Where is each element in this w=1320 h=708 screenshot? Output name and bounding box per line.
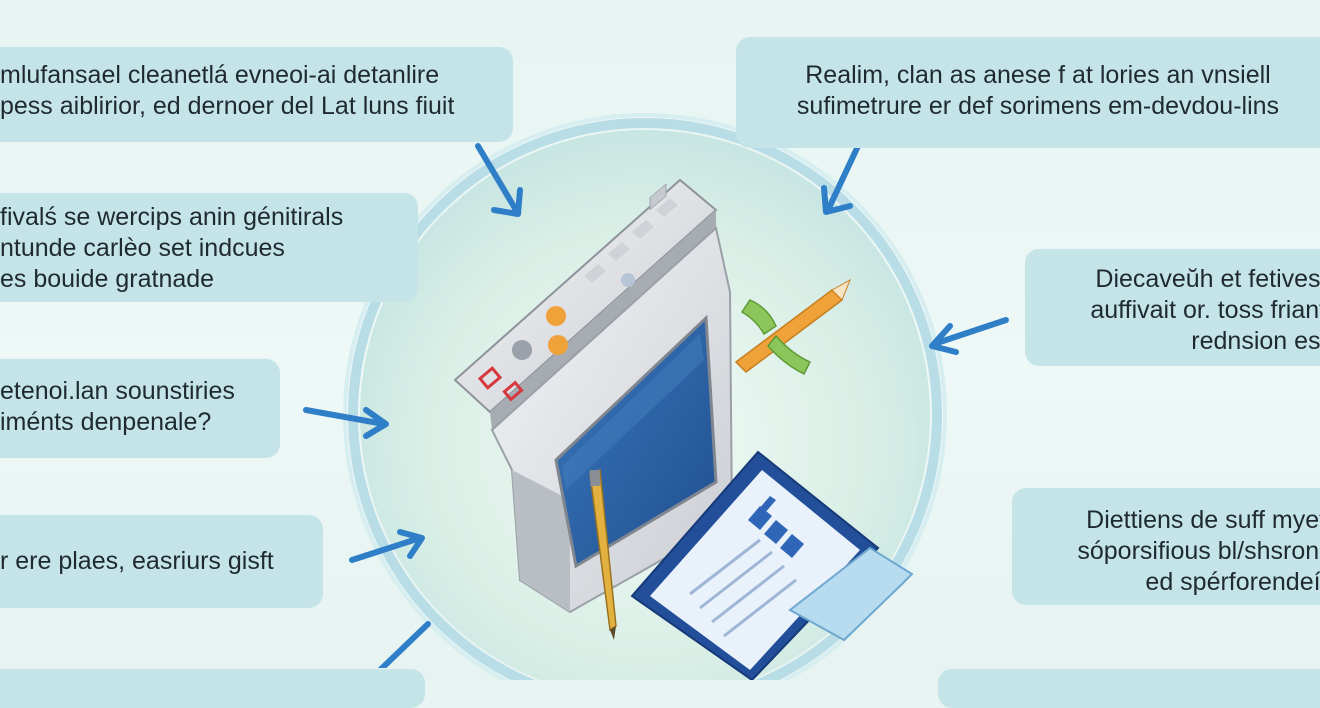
callout-mid-left: fivalś se wercips anin génitirals ntunde…: [0, 192, 418, 302]
callout-lower-left: etenoi.lan sounstiries iménts denpenale?: [0, 358, 280, 458]
arrow-icon: [929, 317, 1009, 355]
callout-text: rednsion es y: [1191, 327, 1320, 355]
callout-text: ntunde carlèo set indcues: [0, 234, 285, 262]
pencil-icon: [589, 468, 617, 640]
arrow-icon: [375, 621, 431, 675]
outer-ring: [348, 118, 942, 680]
callout-mid-right: Diecaveŭh et fetives s auffivait or. tos…: [1025, 248, 1320, 366]
callout-text: Diecaveŭh et fetives s: [1095, 265, 1320, 293]
callout-bottom-left: r ere plaes, easriurs gisft: [0, 514, 323, 608]
callout-text: sóporsifious bl/shsron o: [1077, 537, 1320, 565]
monitor-icon: [453, 178, 734, 614]
callout-partial-bottom-left: [0, 668, 425, 708]
callout-partial-bottom-right: [938, 668, 1320, 708]
arrow-icon: [303, 407, 389, 439]
callout-text: pess aiblirior, ed dernoer del Lat luns …: [0, 92, 455, 120]
callout-text: Realim, clan as anese f at lories an vns…: [805, 61, 1271, 89]
callout-top-left: mlufansael cleanetlá evneoi-ai detanlire…: [0, 46, 513, 142]
central-illustration: [303, 113, 1009, 680]
arrow-icon: [475, 143, 523, 217]
callout-lower-right: Diettiens de suff myete sóporsifious bl/…: [1012, 487, 1320, 605]
callout-text: auffivait or. toss friante: [1090, 296, 1320, 324]
tablet-document-icon: [630, 450, 914, 680]
callout-top-right: Realim, clan as anese f at lories an vns…: [736, 36, 1320, 148]
callout-text: etenoi.lan sounstiries: [0, 377, 235, 405]
callout-text: ed spérforendeí s: [1145, 568, 1320, 596]
callout-text: mlufansael cleanetlá evneoi-ai detanlire: [0, 61, 440, 89]
callout-text: sufimetrure er def sorimens em-devdou-li…: [796, 92, 1280, 120]
callout-text: Diettiens de suff myete: [1086, 506, 1320, 534]
callout-text: r ere plaes, easriurs gisft: [0, 547, 274, 575]
arrow-icon: [821, 143, 861, 215]
callout-text: iménts denpenale?: [0, 408, 212, 436]
arrow-icon: [349, 529, 425, 563]
diagram-stage: mlufansael cleanetlá evneoi-ai detanlire…: [0, 36, 1320, 708]
callout-text: es bouide gratnade: [0, 265, 215, 293]
wrench-icon: [734, 278, 851, 376]
callout-text: fivalś se wercips anin génitirals: [0, 203, 344, 231]
